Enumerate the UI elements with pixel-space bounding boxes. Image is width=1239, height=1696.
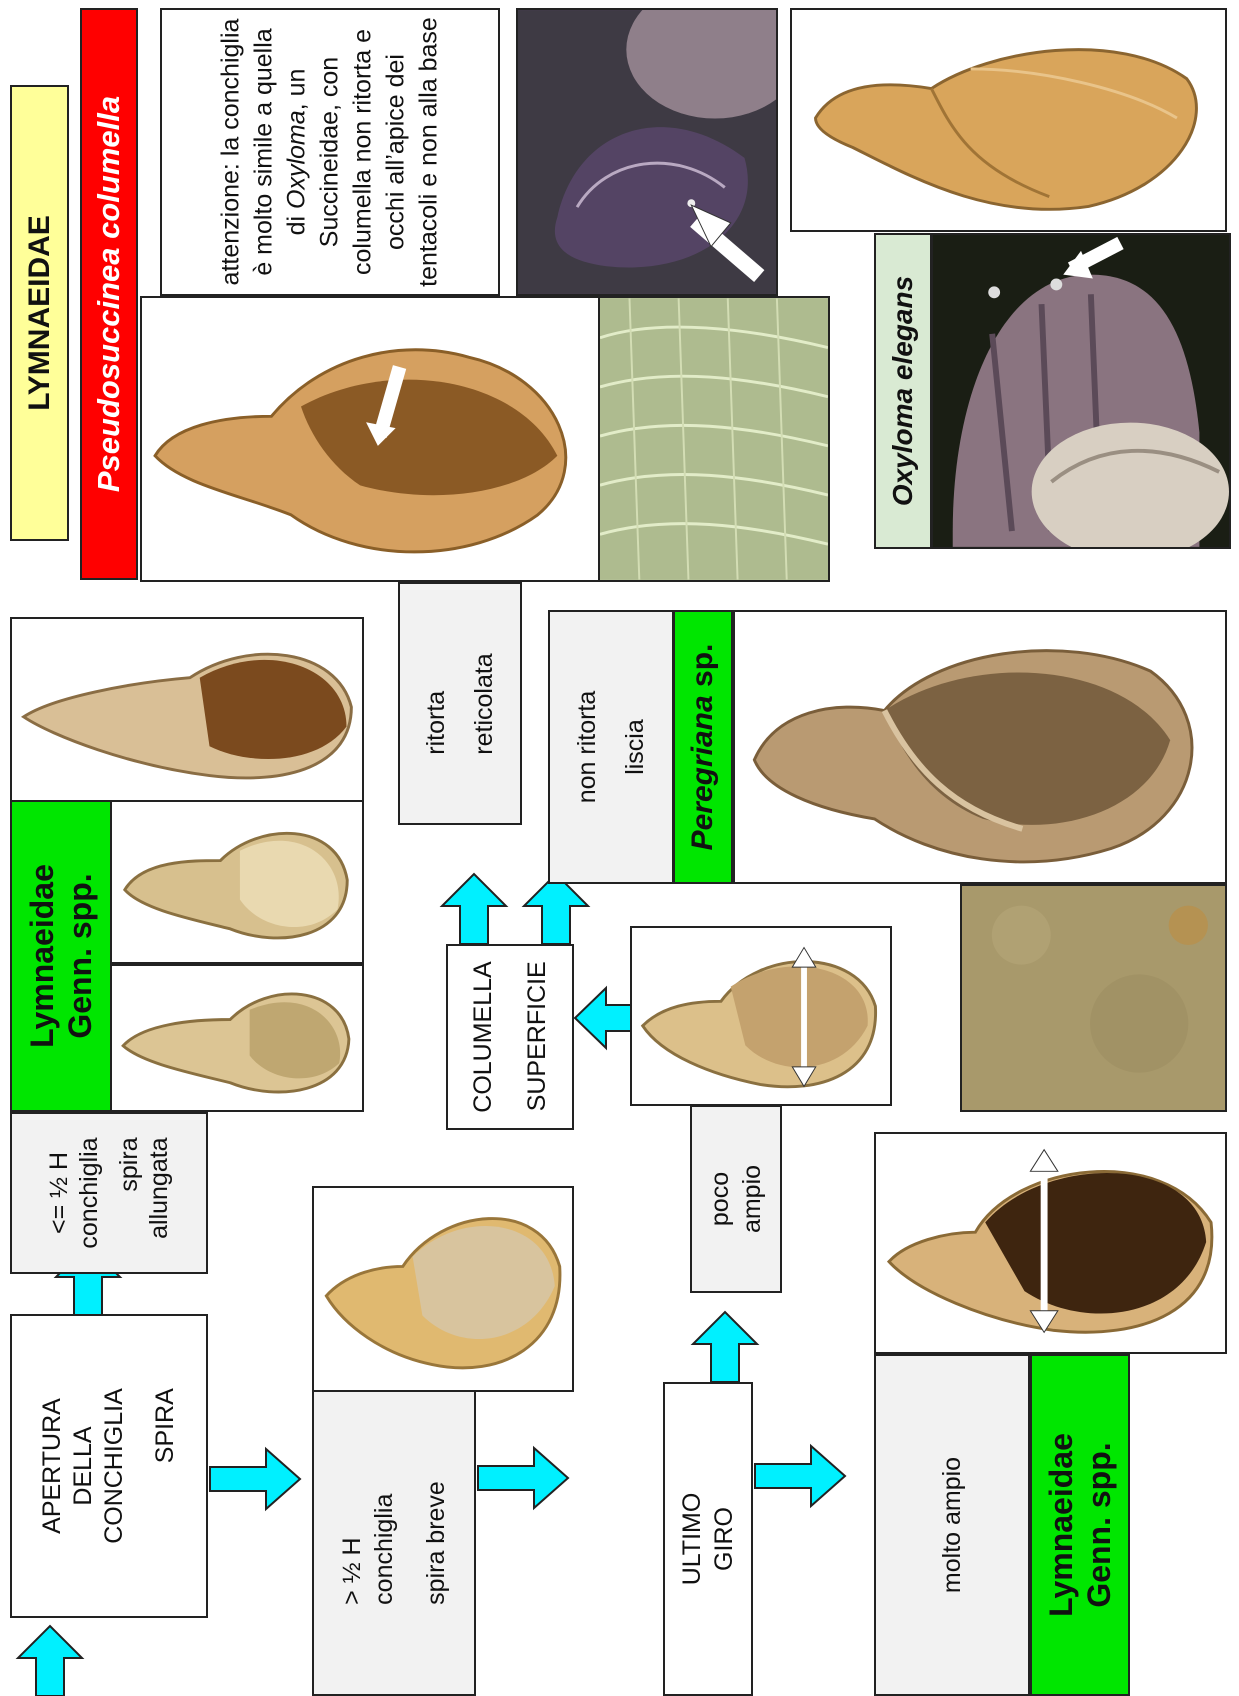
pseudosuccinea-shell-illustration [142,298,598,580]
poco-line1: poco [704,1165,736,1233]
node-tall-h: > ½ H conchiglia spira breve [312,1390,476,1696]
node-molto-ampio: molto ampio [874,1354,1030,1696]
oxyloma-note: attenzione: la conchiglia è molto simile… [160,8,500,296]
node-short-h: <= ½ H conchiglia spira allungata [10,1112,208,1274]
node-ultimo-giro: ULTIMO GIRO [663,1382,753,1696]
result-lymnaeidae-top: Lymnaeidae Genn. spp. [10,800,112,1112]
peregriana-suffix: sp. [686,644,719,696]
node-ritorta-label: ritorta reticolata [420,653,500,754]
node-ultimo-label: ULTIMO GIRO [676,1493,740,1586]
node-molto-label: molto ampio [936,1457,968,1593]
pseudosuccinea-shell-photo [140,296,600,582]
oxyloma-head-photo [931,233,1231,549]
arrow-to-molto [755,1446,845,1506]
reticulate-surface-photo [598,296,830,582]
family-title: LYMNAEIDAE [23,215,57,411]
result-lymnaeidae-bottom: Lymnaeidae Genn. spp. [1030,1354,1130,1696]
lymnaeidae-shell-photo-1 [10,617,364,802]
node-tall-h-label: > ½ H conchiglia spira breve [336,1481,452,1605]
molto-ampio-shell-illustration [876,1134,1225,1352]
arrow-to-columella [575,988,632,1048]
start-line3: CONCHIGLIA [99,1388,130,1544]
start-line1: APERTURA [37,1388,68,1544]
arrow-to-ultimo [478,1448,568,1508]
node-non-ritorta-label: non ritorta liscia [571,691,651,804]
liscia-text: liscia [619,691,651,804]
pseudosuccinea-head-photo [516,8,778,296]
node-poco-label: poco ampio [704,1165,768,1233]
node-ritorta: ritorta reticolata [398,582,522,825]
peregriana-genus: Peregriana [686,695,719,850]
species-title: Pseudosuccinea columella [91,96,127,492]
oxyloma-shell-photo [790,8,1227,232]
node-short-h-label: <= ½ H conchiglia spira allungata [44,1137,174,1248]
arrow-to-ritorta [442,874,506,944]
note-text: attenzione: la conchiglia è molto simile… [215,17,446,287]
oxyloma-shell-illustration [792,10,1225,230]
poco-ampio-shell-illustration [632,928,890,1104]
species-title-box: Pseudosuccinea columella [80,8,138,580]
oxyloma-head-illustration [933,235,1229,547]
start-line2: DELLA [68,1388,99,1544]
arrow-to-non-ritorta [524,874,588,944]
short-h-line4: allungata [144,1137,174,1248]
tall-h-shell-photo [312,1186,574,1392]
ultimo-line1: ULTIMO [676,1493,708,1586]
lymnaeidae-shell-photo-2 [110,800,364,964]
peregriana-shell-photo [733,610,1227,884]
lymnaeidae-shell-2-illustration [112,802,362,962]
arrow-to-poco [693,1312,757,1382]
node-non-ritorta: non ritorta liscia [548,610,674,884]
lymnaeidae-top-line1: Lymnaeidae [23,864,61,1048]
result-peregriana: Peregriana sp. [673,610,733,884]
poco-line2: ampio [736,1165,768,1233]
node-columella-label: COLUMELLA SUPERFICIE [467,961,553,1112]
smooth-texture [962,886,1225,1110]
columella-text: COLUMELLA [467,961,499,1112]
peregriana-label: Peregriana sp. [686,644,720,851]
smooth-surface-photo [960,884,1227,1112]
head-illustration [518,10,776,294]
arrow-to-tall-h [210,1449,300,1509]
ritorta-text: ritorta [420,653,452,754]
non-ritorta-text: non ritorta [571,691,603,804]
reticulate-texture [600,298,828,580]
lymnaeidae-top-line2: Genn. spp. [61,864,99,1048]
short-h-line1: <= ½ H [44,1137,74,1248]
tall-h-line3: spira breve [420,1481,452,1605]
lymnaeidae-bottom-line2: Genn. spp. [1080,1433,1118,1617]
poco-ampio-shell-photo [630,926,892,1106]
short-h-line2: conchiglia [74,1137,104,1248]
node-start: APERTURA DELLA CONCHIGLIA SPIRA [10,1314,208,1618]
node-columella: COLUMELLA SUPERFICIE [446,944,574,1130]
tall-h-shell-illustration [314,1188,572,1390]
tall-h-line2: conchiglia [368,1481,400,1605]
ultimo-line2: GIRO [708,1493,740,1586]
node-poco-ampio: poco ampio [690,1105,782,1293]
lymnaeidae-shell-1-illustration [12,619,362,800]
reticolata-text: reticolata [468,653,500,754]
lymnaeidae-shell-photo-3 [110,964,364,1112]
start-line4: SPIRA [150,1388,181,1544]
oxyloma-title-box: Oxyloma elegans [874,233,932,549]
entry-arrow [18,1626,82,1696]
node-start-label: APERTURA DELLA CONCHIGLIA SPIRA [37,1388,181,1544]
lymnaeidae-bottom-label: Lymnaeidae Genn. spp. [1042,1433,1118,1617]
lymnaeidae-shell-3-illustration [112,966,362,1110]
molto-ampio-shell-photo [874,1132,1227,1354]
family-title-box: LYMNAEIDAE [10,85,69,541]
tall-h-line1: > ½ H [336,1481,368,1605]
oxyloma-title: Oxyloma elegans [887,276,919,506]
lymnaeidae-top-label: Lymnaeidae Genn. spp. [23,864,99,1048]
superficie-text: SUPERFICIE [521,961,553,1112]
short-h-line3: spira [114,1137,144,1248]
lymnaeidae-bottom-line1: Lymnaeidae [1042,1433,1080,1617]
peregriana-shell-illustration [735,612,1225,882]
